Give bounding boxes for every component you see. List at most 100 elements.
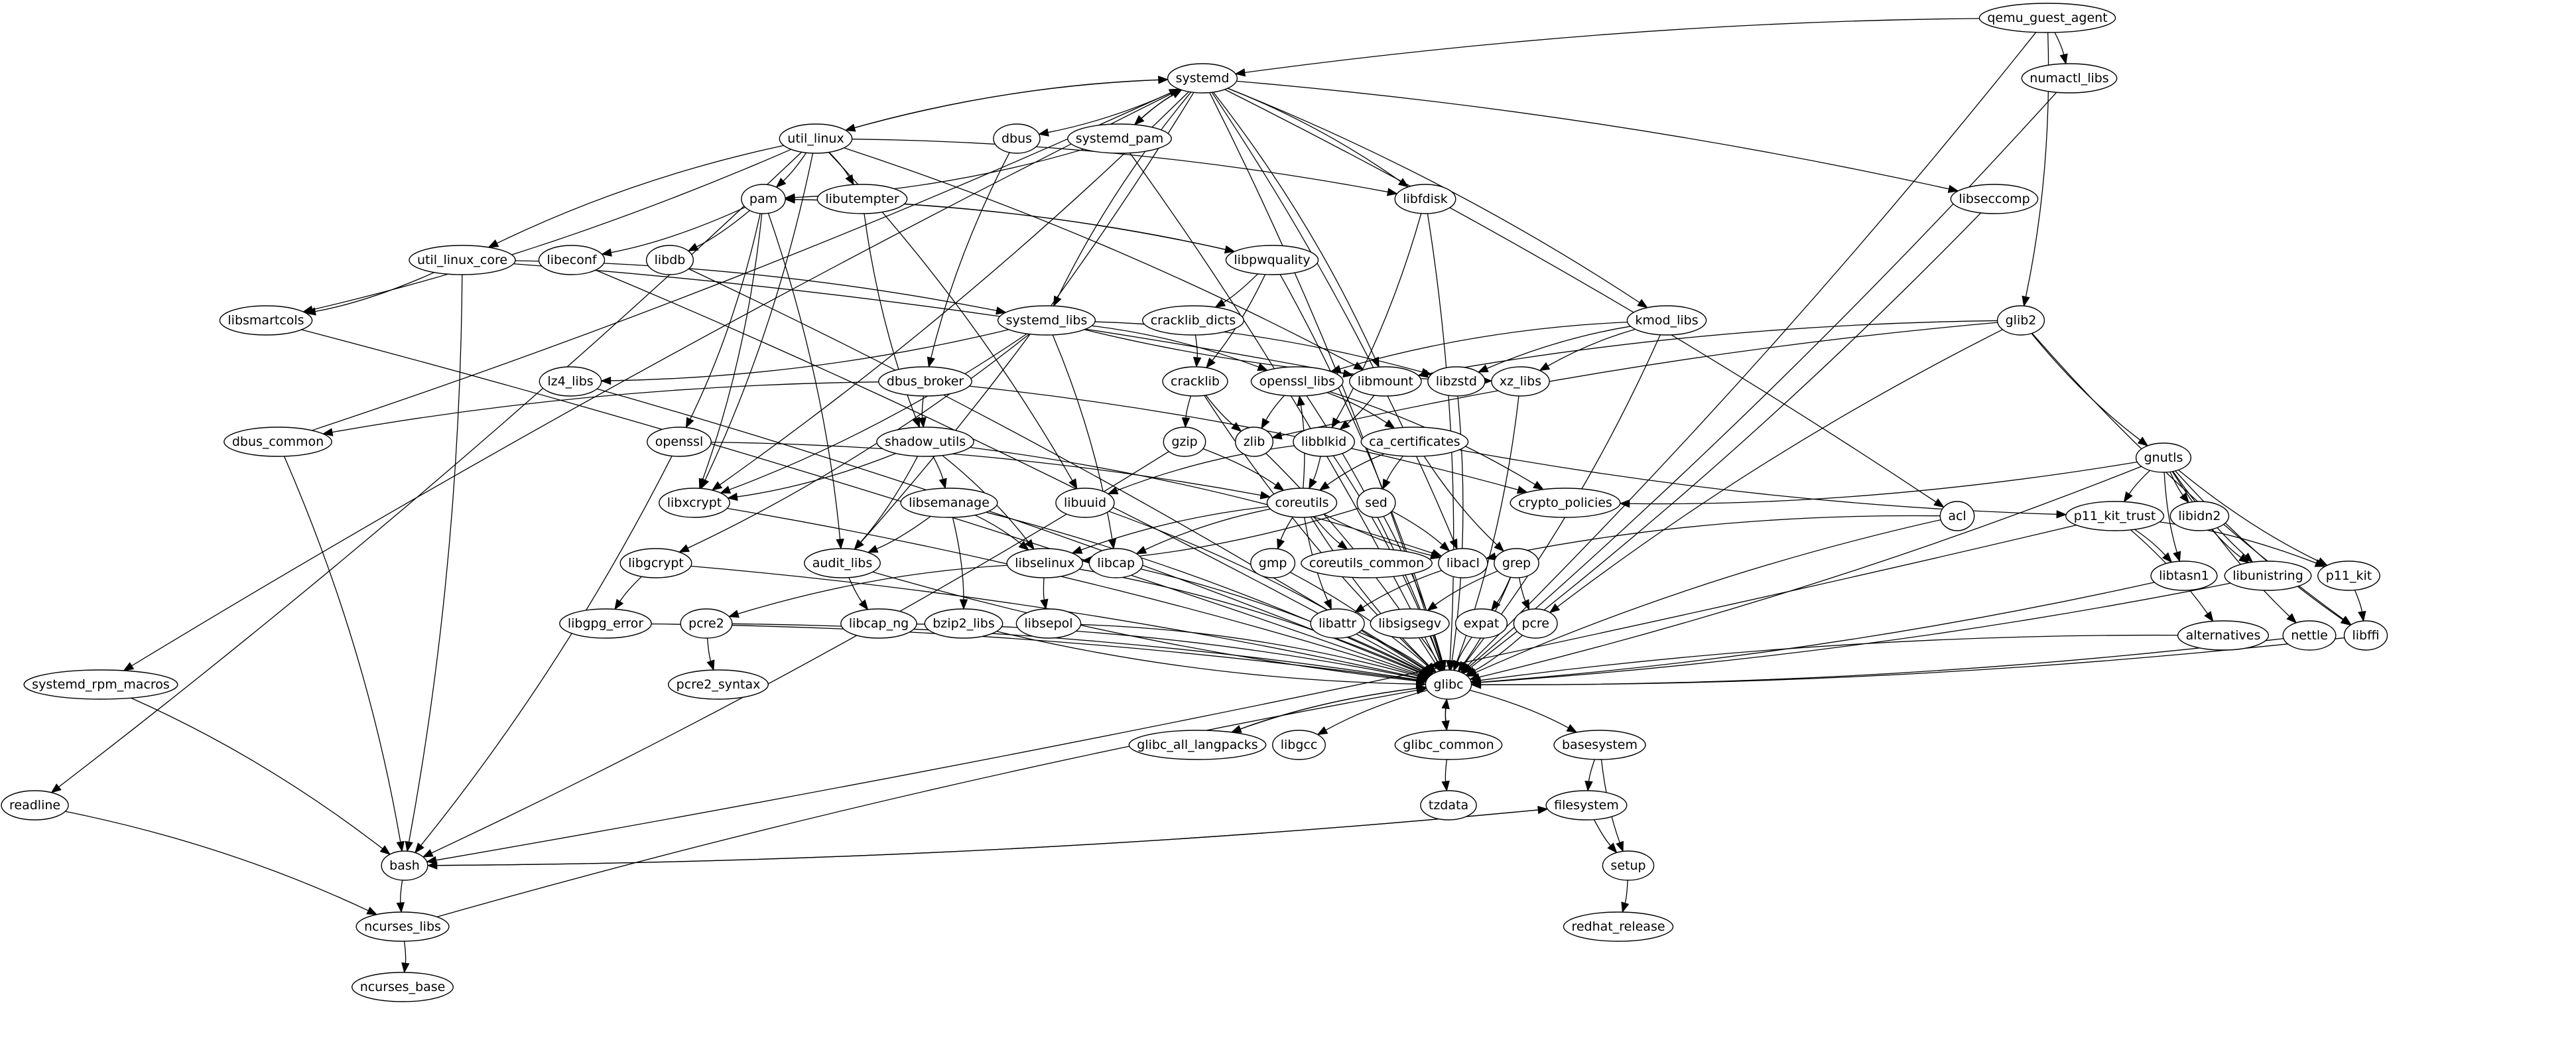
edge-sed-to-libacl xyxy=(1391,510,1450,552)
node-bash[interactable]: bash xyxy=(381,850,428,881)
node-coreutils[interactable]: coreutils xyxy=(1266,488,1338,518)
node-pam[interactable]: pam xyxy=(741,184,786,214)
node-label: gnutls xyxy=(2144,450,2183,465)
node-cracklib[interactable]: cracklib xyxy=(1162,366,1228,397)
node-p11_kit_trust[interactable]: p11_kit_trust xyxy=(2065,501,2165,531)
node-p11_kit[interactable]: p11_kit xyxy=(2317,561,2380,591)
node-libutempter[interactable]: libutempter xyxy=(816,184,908,214)
edge-line xyxy=(1323,513,1432,556)
node-gzip[interactable]: gzip xyxy=(1163,427,1206,457)
node-label: pcre2 xyxy=(688,616,724,631)
node-libseccomp[interactable]: libseccomp xyxy=(1950,184,2039,214)
node-libattr[interactable]: libattr xyxy=(1310,608,1365,639)
node-libacl[interactable]: libacl xyxy=(1438,548,1488,578)
node-libunistring[interactable]: libunistring xyxy=(2224,561,2312,591)
node-xz_libs[interactable]: xz_libs xyxy=(1491,366,1550,397)
arrowhead-icon xyxy=(1494,541,1505,552)
edge-libtasn1-to-glibc xyxy=(1470,582,2155,687)
node-ncurses_libs[interactable]: ncurses_libs xyxy=(355,911,450,942)
node-readline[interactable]: readline xyxy=(1,790,69,821)
node-gmp[interactable]: gmp xyxy=(1250,548,1296,578)
node-libgpg_error[interactable]: libgpg_error xyxy=(559,608,652,639)
node-label: expat xyxy=(1464,616,1500,631)
node-libgcrypt[interactable]: libgcrypt xyxy=(619,548,692,578)
node-libxcrypt[interactable]: libxcrypt xyxy=(659,488,730,518)
node-sed[interactable]: sed xyxy=(1356,488,1396,518)
node-dbus_common[interactable]: dbus_common xyxy=(224,427,332,457)
node-glibc[interactable]: glibc xyxy=(1425,669,1472,700)
node-libtasn1[interactable]: libtasn1 xyxy=(2150,561,2218,591)
node-openssl[interactable]: openssl xyxy=(647,427,712,457)
edge-libpwquality-to-cracklib_dicts xyxy=(1214,273,1258,308)
node-kmod_libs[interactable]: kmod_libs xyxy=(1626,305,1707,336)
node-libselinux[interactable]: libselinux xyxy=(1006,548,1084,578)
node-libcap_ng[interactable]: libcap_ng xyxy=(840,608,917,639)
node-libsigsegv[interactable]: libsigsegv xyxy=(1370,608,1450,639)
node-libgcc[interactable]: libgcc xyxy=(1272,730,1326,760)
node-bzip2_libs[interactable]: bzip2_libs xyxy=(924,608,1003,639)
node-nettle[interactable]: nettle xyxy=(2282,620,2337,651)
arrowhead-icon xyxy=(1135,546,1147,555)
node-lz4_libs[interactable]: lz4_libs xyxy=(539,366,602,397)
node-systemd_rpm_macros[interactable]: systemd_rpm_macros xyxy=(23,669,178,700)
node-dbus_broker[interactable]: dbus_broker xyxy=(878,366,972,397)
node-tzdata[interactable]: tzdata xyxy=(1420,790,1477,821)
node-shadow_utils[interactable]: shadow_utils xyxy=(876,427,974,457)
node-acl[interactable]: acl xyxy=(1939,501,1975,531)
arrowhead-icon xyxy=(1018,541,1029,551)
node-grep[interactable]: grep xyxy=(1494,548,1539,578)
node-ellipse xyxy=(1438,548,1488,578)
node-cracklib_dicts[interactable]: cracklib_dicts xyxy=(1141,305,1245,336)
node-systemd_libs[interactable]: systemd_libs xyxy=(997,305,1096,336)
node-zlib[interactable]: zlib xyxy=(1235,427,1273,457)
node-qemu_guest_agent[interactable]: qemu_guest_agent xyxy=(1978,3,2116,33)
node-libblkid[interactable]: libblkid xyxy=(1293,427,1355,457)
arrowhead-icon xyxy=(2173,551,2181,562)
node-audit_libs[interactable]: audit_libs xyxy=(804,548,881,578)
node-ncurses_base[interactable]: ncurses_base xyxy=(351,972,454,1002)
node-libdb[interactable]: libdb xyxy=(645,245,694,275)
node-ca_certificates[interactable]: ca_certificates xyxy=(1360,427,1469,457)
node-pcre2_syntax[interactable]: pcre2_syntax xyxy=(667,669,769,700)
node-libmount[interactable]: libmount xyxy=(1349,366,1422,397)
node-libsemanage[interactable]: libsemanage xyxy=(900,488,998,518)
node-expat[interactable]: expat xyxy=(1454,608,1508,639)
node-systemd_pam[interactable]: systemd_pam xyxy=(1067,123,1172,154)
node-glibc_all_langpacks[interactable]: glibc_all_langpacks xyxy=(1128,730,1267,760)
node-setup[interactable]: setup xyxy=(1602,850,1655,881)
node-pcre[interactable]: pcre xyxy=(1513,608,1558,639)
node-ellipse xyxy=(1310,608,1365,639)
node-gnutls[interactable]: gnutls xyxy=(2135,442,2192,473)
node-pcre2[interactable]: pcre2 xyxy=(680,608,733,639)
edge-line xyxy=(729,333,1027,490)
node-libpwquality[interactable]: libpwquality xyxy=(1225,245,1319,275)
node-libsepol[interactable]: libsepol xyxy=(1015,608,1082,639)
node-util_linux[interactable]: util_linux xyxy=(779,123,853,154)
node-libcap[interactable]: libcap xyxy=(1088,548,1143,578)
node-glibc_common[interactable]: glibc_common xyxy=(1394,730,1503,760)
node-libeconf[interactable]: libeconf xyxy=(538,245,606,275)
node-filesystem[interactable]: filesystem xyxy=(1545,790,1628,821)
edge-line xyxy=(1140,568,1423,672)
node-alternatives[interactable]: alternatives xyxy=(2177,620,2270,651)
node-dbus[interactable]: dbus xyxy=(993,123,1041,154)
node-libidn2[interactable]: libidn2 xyxy=(2169,501,2230,531)
node-glib2[interactable]: glib2 xyxy=(1996,305,2045,336)
node-coreutils_common[interactable]: coreutils_common xyxy=(1301,548,1433,578)
node-ellipse xyxy=(1301,548,1433,578)
node-libfdisk[interactable]: libfdisk xyxy=(1394,184,1456,214)
node-redhat_release[interactable]: redhat_release xyxy=(1563,911,1674,942)
node-basesystem[interactable]: basesystem xyxy=(1553,730,1646,760)
node-crypto_policies[interactable]: crypto_policies xyxy=(1510,488,1621,518)
node-openssl_libs[interactable]: openssl_libs xyxy=(1250,366,1344,397)
node-libffi[interactable]: libffi xyxy=(2343,620,2388,651)
node-systemd[interactable]: systemd xyxy=(1167,63,1238,94)
node-libzstd[interactable]: libzstd xyxy=(1427,366,1486,397)
node-libsmartcols[interactable]: libsmartcols xyxy=(219,305,313,336)
node-util_linux_core[interactable]: util_linux_core xyxy=(409,245,516,275)
node-label: libcap_ng xyxy=(849,616,909,631)
edge-gnutls-to-libidn2 xyxy=(2169,472,2189,503)
node-numactl_libs[interactable]: numactl_libs xyxy=(2021,63,2118,94)
edge-line xyxy=(1362,570,1443,608)
node-libuuid[interactable]: libuuid xyxy=(1055,488,1115,518)
